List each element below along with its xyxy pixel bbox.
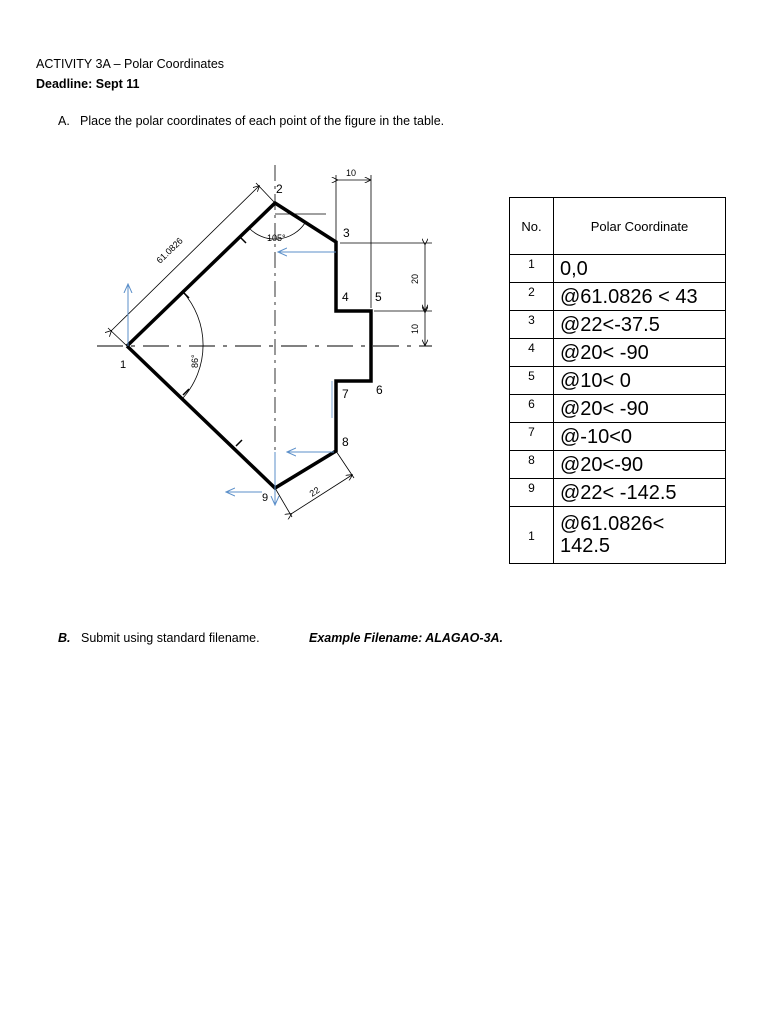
section-b-example: Example Filename: ALAGAO-3A.: [309, 631, 504, 645]
row-no: 2: [509, 282, 554, 311]
dim-right-lower: 10: [410, 324, 420, 334]
point-label-4: 4: [342, 290, 349, 304]
table-row: 6@20< -90: [509, 394, 726, 423]
row-value: @20< -90: [553, 394, 726, 423]
table-row: 2@61.0826 < 43: [509, 282, 726, 311]
point-label-2: 2: [276, 182, 283, 196]
dim-bottom: 22: [308, 485, 322, 499]
dim-top-width: 10: [346, 168, 356, 178]
table-row: 3@22<-37.5: [509, 310, 726, 339]
table-row: 9@22< -142.5: [509, 478, 726, 507]
table-header-row: No. Polar Coordinate: [509, 197, 726, 255]
table-row: 4@20< -90: [509, 338, 726, 367]
activity-title: ACTIVITY 3A – Polar Coordinates: [36, 57, 225, 71]
table-row: 5@10< 0: [509, 366, 726, 395]
point-label-7: 7: [342, 387, 349, 401]
point-label-6: 6: [376, 383, 383, 397]
row-value: @22< -142.5: [553, 478, 726, 507]
row-value-line2: 142.5: [560, 535, 611, 557]
point-label-1: 1: [120, 359, 126, 371]
row-value: @20<-90: [553, 450, 726, 479]
row-no: 1: [509, 254, 554, 283]
row-value: @61.0826< 142.5: [553, 506, 726, 564]
table-row: 8@20<-90: [509, 450, 726, 479]
dim-angle-top: 105°: [267, 233, 286, 243]
row-value-line1: @61.0826<: [560, 513, 665, 535]
header-polar-coordinate: Polar Coordinate: [553, 197, 726, 255]
row-no: 5: [509, 366, 554, 395]
row-no: 1: [509, 506, 554, 564]
deadline: Deadline: Sept 11: [36, 77, 140, 91]
point-label-8: 8: [342, 435, 349, 449]
row-value: @20< -90: [553, 338, 726, 367]
figure-outline: [125, 200, 373, 491]
row-value: @-10<0: [553, 422, 726, 451]
section-b-marker: B.: [58, 631, 71, 645]
row-value: @10< 0: [553, 366, 726, 395]
row-no: 6: [509, 394, 554, 423]
dim-diagonal: 61.0826: [154, 236, 184, 266]
row-no: 4: [509, 338, 554, 367]
row-no: 7: [509, 422, 554, 451]
point-label-3: 3: [343, 226, 350, 240]
table-row: 1 @61.0826< 142.5: [509, 506, 726, 564]
dim-right-upper: 20: [410, 274, 420, 284]
section-a-instruction: Place the polar coordinates of each poin…: [80, 114, 445, 128]
section-b-instruction: Submit using standard filename.: [81, 631, 260, 645]
point-label-9: 9: [262, 492, 268, 504]
row-value: @22<-37.5: [553, 310, 726, 339]
polar-figure-drawing: 61.0826 86° 105° 10 20 10 22 1 2 3 4 5 6…: [97, 165, 432, 525]
row-value: 0,0: [553, 254, 726, 283]
row-value: @61.0826 < 43: [553, 282, 726, 311]
section-a-marker: A.: [58, 114, 70, 128]
table-row: 7@-10<0: [509, 422, 726, 451]
dim-angle-left: 86°: [190, 354, 200, 368]
row-no: 3: [509, 310, 554, 339]
row-no: 9: [509, 478, 554, 507]
row-no: 8: [509, 450, 554, 479]
header-no: No.: [509, 197, 554, 255]
point-label-5: 5: [375, 290, 382, 304]
